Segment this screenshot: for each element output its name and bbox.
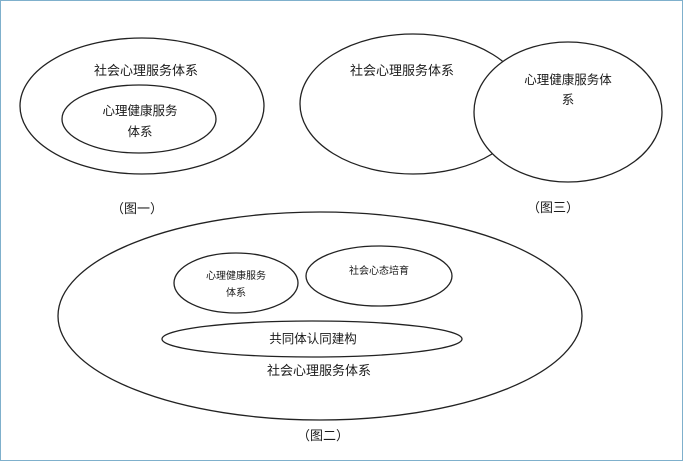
fig2-outer-ellipse — [57, 211, 583, 421]
figure-one: 社会心理服务体系 心理健康服务 体系 （图一） — [19, 37, 265, 217]
fig1-inner-label-line2: 体系 — [127, 124, 152, 139]
fig2-bar-ellipse — [161, 320, 463, 358]
fig2-small-right-label: 社会心态培育 — [349, 264, 409, 277]
fig1-outer-label: 社会心理服务体系 — [94, 63, 198, 79]
figure-three: 社会心理服务体系 心理健康服务体 系 （图三） — [299, 33, 663, 216]
fig1-inner-ellipse — [61, 84, 217, 154]
fig3-right-ellipse — [473, 41, 663, 183]
fig2-caption: （图二） — [297, 429, 349, 444]
figure-two: 心理健康服务 体系 社会心态培育 共同体认同建构 社会心理服务体系 （图二） — [57, 211, 583, 444]
fig2-bar-label: 共同体认同建构 — [269, 331, 357, 346]
fig1-caption: （图一） — [111, 202, 163, 217]
fig3-right-label-line2: 系 — [562, 92, 575, 107]
fig2-small-left-ellipse — [173, 252, 299, 314]
fig2-small-left-label-line1: 心理健康服务 — [206, 269, 266, 282]
fig3-left-label: 社会心理服务体系 — [350, 63, 454, 79]
fig3-caption: （图三） — [527, 201, 579, 216]
fig2-outer-label: 社会心理服务体系 — [267, 363, 371, 379]
fig1-inner-label-line1: 心理健康服务 — [102, 103, 177, 118]
fig2-small-right-ellipse — [305, 245, 453, 307]
fig2-small-left-label-line2: 体系 — [226, 287, 246, 299]
fig3-right-label-line1: 心理健康服务体 — [524, 72, 612, 87]
